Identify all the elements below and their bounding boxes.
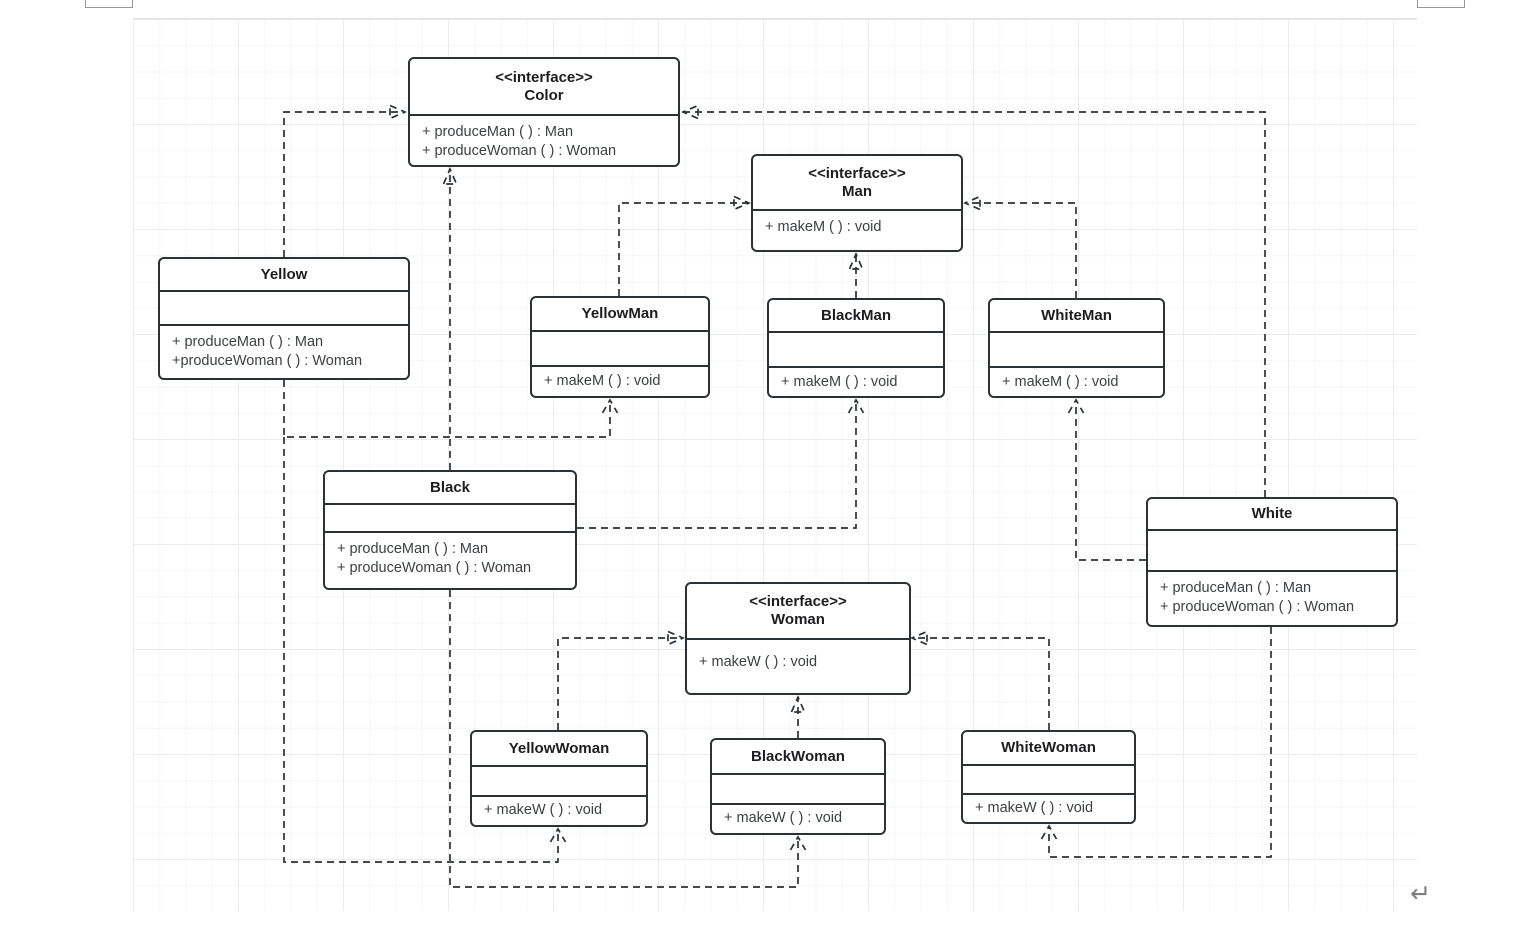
node-title-compartment: White	[1148, 499, 1396, 529]
node-attributes-compartment	[325, 503, 575, 531]
node-title-compartment: <<interface>> Man	[753, 156, 961, 209]
method-label: + makeM ( ) : void	[765, 219, 882, 235]
method-label: + produceMan ( ) : Man	[337, 541, 489, 557]
node-methods-compartment: + makeW ( ) : void	[687, 638, 909, 693]
node-title-compartment: Black	[325, 472, 575, 503]
class-name: White	[1251, 505, 1293, 522]
class-name: YellowMan	[581, 305, 659, 322]
stereotype-label: <<interface>>	[749, 593, 847, 610]
method-label: + makeW ( ) : void	[975, 800, 1094, 816]
class-name: Black	[429, 478, 471, 496]
method-label: + makeW ( ) : void	[724, 810, 843, 826]
stereotype-label: <<interface>>	[495, 68, 593, 86]
method-label: + produceMan ( ) : Man	[1160, 580, 1312, 596]
node-title-compartment: <<interface>> Color	[410, 59, 678, 114]
node-methods-compartment: + makeM ( ) : void	[753, 209, 961, 250]
class-node-yellowman[interactable]: YellowMan + makeM ( ) : void	[530, 296, 710, 398]
class-node-man[interactable]: <<interface>> Man + makeM ( ) : void	[751, 154, 963, 252]
node-methods-compartment: + produceMan ( ) : Man + produceWoman ( …	[1148, 570, 1396, 625]
class-node-blackwoman[interactable]: BlackWoman + makeW ( ) : void	[710, 738, 886, 835]
method-label: + produceWoman ( ) : Woman	[337, 560, 532, 576]
class-name: BlackWoman	[751, 747, 845, 765]
class-name: BlackMan	[820, 306, 892, 324]
node-methods-compartment: + makeW ( ) : void	[712, 803, 884, 833]
method-label: + produceMan ( ) : Man	[422, 124, 574, 140]
class-node-color[interactable]: <<interface>> Color + produceMan ( ) : M…	[408, 57, 680, 167]
node-methods-compartment: + produceMan ( ) : Man + produceWoman ( …	[325, 531, 575, 588]
method-label: + produceWoman ( ) : Woman	[1160, 599, 1355, 615]
node-title-compartment: YellowWoman	[472, 732, 646, 765]
class-name: Woman	[771, 611, 825, 628]
node-attributes-compartment	[1148, 529, 1396, 570]
node-methods-compartment: + makeM ( ) : void	[990, 366, 1163, 396]
method-label: + makeM ( ) : void	[781, 374, 898, 390]
clipped-panel-fragment-right	[1417, 0, 1465, 8]
method-label: + produceMan ( ) : Man	[172, 334, 324, 350]
node-title-compartment: YellowMan	[532, 298, 708, 330]
node-methods-compartment: + produceMan ( ) : Man + produceWoman ( …	[410, 114, 678, 165]
method-label: +produceWoman ( ) : Woman	[172, 353, 363, 369]
class-node-whitewoman[interactable]: WhiteWoman + makeW ( ) : void	[961, 730, 1136, 824]
node-attributes-compartment	[160, 290, 408, 324]
node-methods-compartment: + makeW ( ) : void	[963, 793, 1134, 822]
node-title-compartment: <<interface>> Woman	[687, 584, 909, 638]
class-node-whiteman[interactable]: WhiteMan + makeM ( ) : void	[988, 298, 1165, 398]
method-label: + makeM ( ) : void	[544, 373, 661, 389]
class-node-woman[interactable]: <<interface>> Woman + makeW ( ) : void	[685, 582, 911, 695]
node-attributes-compartment	[532, 330, 708, 365]
method-label: + makeM ( ) : void	[1002, 374, 1119, 390]
node-methods-compartment: + makeM ( ) : void	[532, 365, 708, 396]
node-attributes-compartment	[472, 765, 646, 795]
node-title-compartment: WhiteMan	[990, 300, 1163, 331]
clipped-panel-fragment-left	[85, 0, 133, 8]
node-methods-compartment: + produceMan ( ) : Man +produceWoman ( )…	[160, 324, 408, 378]
return-icon: ↵	[1410, 879, 1431, 908]
node-title-compartment: BlackWoman	[712, 740, 884, 773]
class-name: Yellow	[260, 265, 308, 283]
node-attributes-compartment	[990, 331, 1163, 366]
class-node-yellow[interactable]: Yellow + produceMan ( ) : Man +produceWo…	[158, 257, 410, 380]
node-attributes-compartment	[963, 764, 1134, 793]
node-methods-compartment: + makeW ( ) : void	[472, 795, 646, 825]
class-name: Color	[524, 86, 564, 104]
node-title-compartment: BlackMan	[769, 300, 943, 331]
class-node-blackman[interactable]: BlackMan + makeM ( ) : void	[767, 298, 945, 398]
class-name: WhiteWoman	[1001, 739, 1096, 756]
method-label: + makeW ( ) : void	[699, 654, 818, 670]
method-label: + makeW ( ) : void	[484, 802, 603, 818]
class-name: WhiteMan	[1041, 306, 1112, 324]
class-node-black[interactable]: Black + produceMan ( ) : Man + produceWo…	[323, 470, 577, 590]
class-name: YellowWoman	[508, 739, 610, 757]
node-attributes-compartment	[712, 773, 884, 803]
class-name: Man	[842, 182, 872, 200]
node-title-compartment: Yellow	[160, 259, 408, 290]
class-node-white[interactable]: White + produceMan ( ) : Man + produceWo…	[1146, 497, 1398, 627]
stereotype-label: <<interface>>	[808, 164, 906, 182]
class-node-yellowwoman[interactable]: YellowWoman + makeW ( ) : void	[470, 730, 648, 827]
node-methods-compartment: + makeM ( ) : void	[769, 366, 943, 396]
node-title-compartment: WhiteWoman	[963, 732, 1134, 764]
node-attributes-compartment	[769, 331, 943, 366]
method-label: + produceWoman ( ) : Woman	[422, 143, 617, 159]
